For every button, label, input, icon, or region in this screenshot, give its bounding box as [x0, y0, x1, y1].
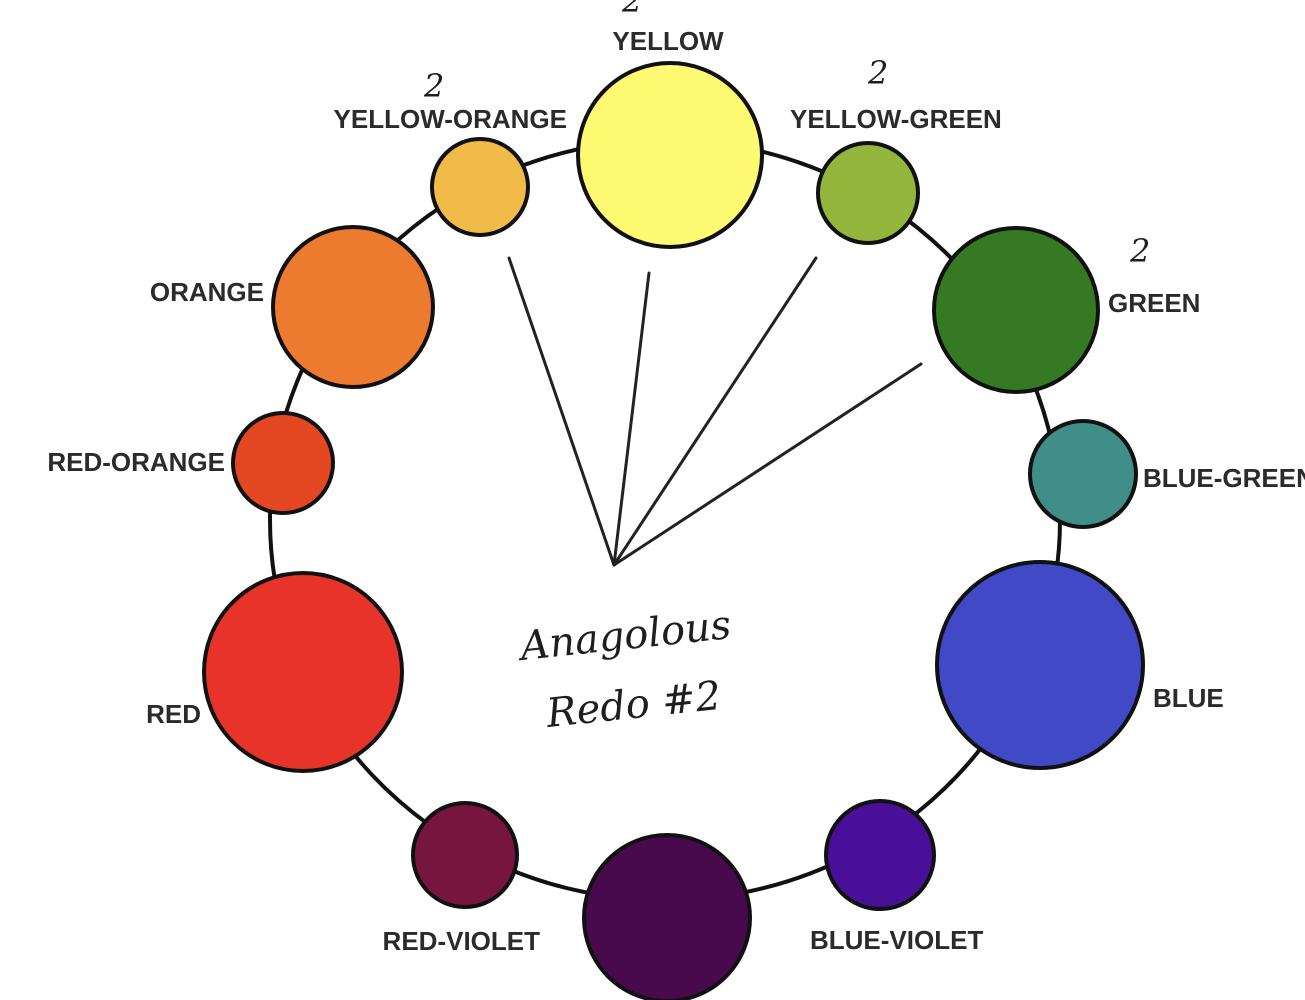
mark-yellow-orange: 2	[423, 67, 444, 105]
note-line-1: Anagolous	[514, 602, 733, 670]
red-violet-label: RED-VIOLET	[383, 926, 541, 956]
yellow-label: YELLOW	[612, 26, 724, 56]
red-disc	[202, 571, 404, 773]
yellow-orange-label: YELLOW-ORANGE	[334, 104, 567, 134]
pointer-line-green	[612, 362, 923, 567]
yellow-disc	[576, 61, 764, 249]
violet-disc	[582, 833, 752, 1000]
blue-disc	[935, 560, 1145, 770]
green-label: GREEN	[1108, 288, 1200, 318]
red-orange-disc	[231, 411, 335, 515]
mark-yellow: 2	[621, 0, 642, 20]
pointer-line-yellow-orange	[507, 256, 616, 567]
note-line-2: Redo #2	[543, 673, 723, 737]
red-violet-disc	[411, 801, 519, 909]
pointer-line-yellow	[612, 271, 651, 567]
yellow-orange-disc	[430, 137, 530, 237]
green-disc	[932, 226, 1100, 394]
blue-green-label: BLUE-GREEN	[1143, 463, 1305, 493]
red-label: RED	[146, 699, 201, 729]
color-discs	[202, 61, 1145, 1000]
mark-yellow-green: 2	[867, 54, 888, 92]
orange-disc	[271, 225, 435, 389]
orange-label: ORANGE	[150, 277, 264, 307]
handwritten-note: Anagolous Redo #2	[514, 602, 733, 737]
pointer-line-yellow-green	[612, 256, 818, 567]
blue-label: BLUE	[1153, 683, 1224, 713]
blue-violet-label: BLUE-VIOLET	[810, 925, 983, 955]
handwritten-marks: 2 2 2 2	[423, 0, 1150, 270]
blue-violet-disc	[824, 799, 936, 911]
mark-green: 2	[1129, 232, 1150, 270]
yellow-green-label: YELLOW-GREEN	[790, 104, 1002, 134]
analogous-pointer-lines	[507, 256, 923, 567]
red-orange-label: RED-ORANGE	[47, 447, 225, 477]
yellow-green-disc	[816, 141, 920, 245]
color-labels: YELLOW YELLOW-GREEN GREEN BLUE-GREEN BLU…	[47, 26, 1305, 956]
blue-green-disc	[1028, 419, 1138, 529]
